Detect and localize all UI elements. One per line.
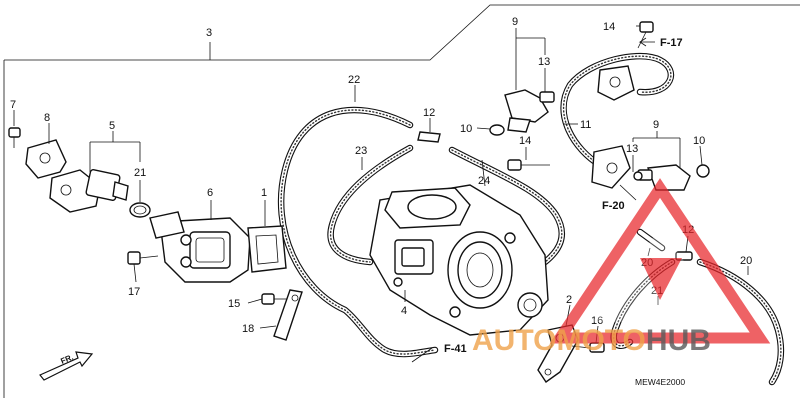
ref-arrows — [411, 37, 655, 363]
ref-f20: F-20 — [602, 200, 625, 212]
callout-10-right: 10 — [693, 135, 705, 147]
hose-19 — [636, 228, 666, 252]
watermark-hub: HUB — [646, 324, 711, 357]
callout-11: 11 — [580, 119, 591, 131]
callout-9-left: 9 — [512, 16, 518, 28]
callout-12-top: 12 — [423, 107, 435, 119]
assembly-boundary — [4, 4, 800, 61]
callout-18: 18 — [242, 323, 254, 335]
hose-24 — [448, 146, 565, 266]
watermark-auto: AUTO — [472, 324, 556, 357]
hose-11 — [560, 52, 675, 169]
ref-f41: F-41 — [444, 343, 467, 355]
callout-1: 1 — [261, 187, 267, 199]
callout-17: 17 — [128, 286, 140, 298]
seal-13-right — [633, 171, 643, 181]
gasket-1 — [247, 225, 287, 273]
throttle-body — [369, 184, 549, 336]
watermark-moto: MOTO — [556, 324, 645, 357]
callout-13-right: 13 — [626, 143, 638, 155]
callout-6: 6 — [207, 187, 213, 199]
screw-7 — [8, 127, 21, 148]
callout-7: 7 — [10, 99, 16, 111]
front-direction-label: FR. — [59, 353, 74, 366]
callout-20-right: 20 — [740, 255, 752, 267]
callout-9-right: 9 — [653, 119, 659, 131]
o-ring-21 — [129, 202, 151, 218]
callout-2: 2 — [566, 294, 572, 306]
hose-22 — [277, 106, 439, 358]
injector-left — [504, 89, 555, 133]
watermark-logo — [549, 178, 771, 344]
callout-22: 22 — [348, 74, 360, 86]
seal-10-right — [696, 164, 710, 178]
callout-15: 15 — [228, 298, 240, 310]
ref-f17: F-17 — [660, 37, 683, 49]
callout-10-left: 10 — [460, 123, 472, 135]
callout-3: 3 — [206, 27, 212, 39]
callout-8: 8 — [44, 112, 50, 124]
callout-23: 23 — [355, 145, 367, 157]
callout-16: 16 — [591, 315, 603, 327]
fuel-joint — [591, 65, 635, 189]
hose-23 — [327, 144, 414, 266]
actuator-5 — [49, 169, 129, 213]
bolt-14-mid — [507, 159, 550, 171]
o-ring-21-inner — [133, 205, 147, 215]
bracket-18 — [273, 289, 303, 341]
seal-10-left — [489, 124, 505, 136]
plate-8 — [25, 139, 67, 179]
front-direction-arrow: FR. — [39, 351, 94, 381]
bolt-17 — [127, 251, 159, 265]
callout-21: 21 — [134, 167, 146, 179]
bolt-14-top — [637, 21, 654, 49]
callout-14-top: 14 — [603, 21, 615, 33]
watermark-text: AUTOMOTOHUB — [472, 324, 711, 357]
diagram-code: MEW4E2000 — [635, 377, 685, 387]
callout-13-left: 13 — [538, 56, 550, 68]
fitting-12-top — [417, 131, 441, 143]
hose-20 — [696, 258, 785, 386]
callout-5: 5 — [109, 120, 115, 132]
callout-24: 24 — [478, 175, 490, 187]
iacv-body-6 — [149, 211, 251, 283]
callout-14-mid: 14 — [519, 135, 531, 147]
callout-4: 4 — [401, 305, 407, 317]
